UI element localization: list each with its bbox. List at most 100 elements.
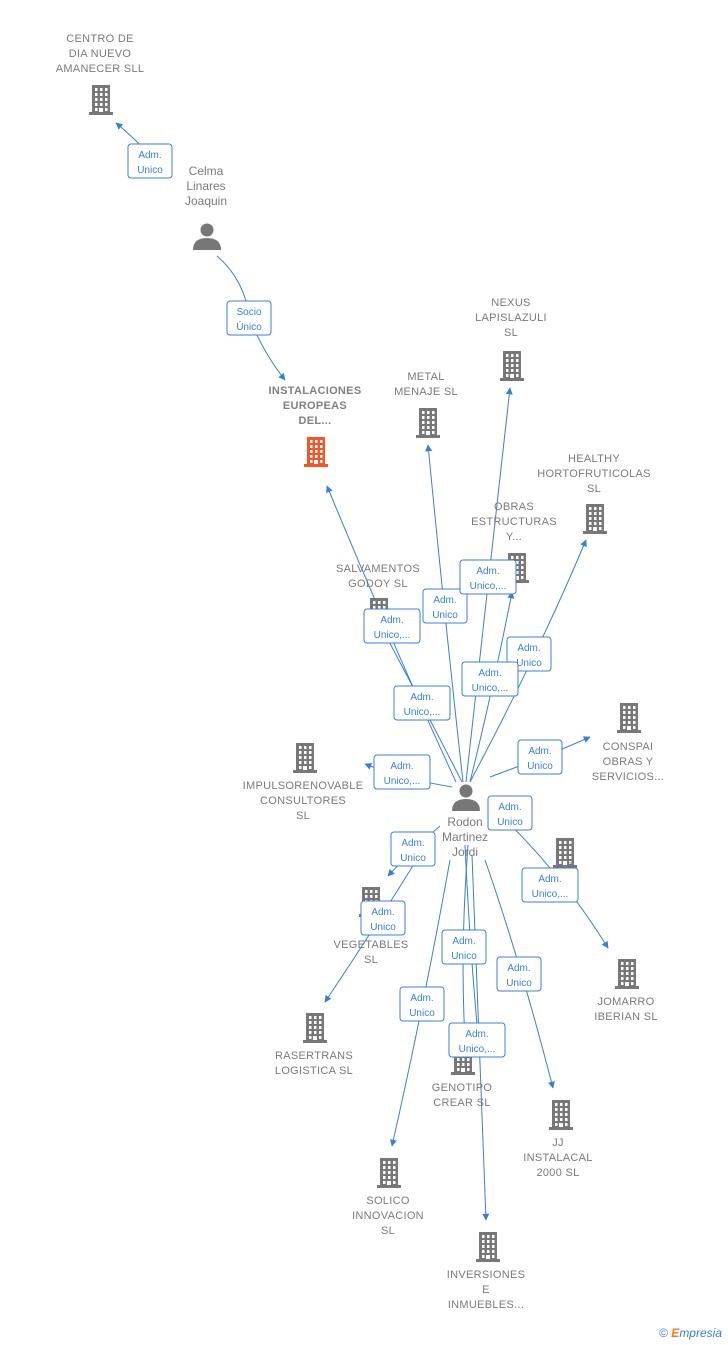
relation-text: Adm. xyxy=(538,874,561,885)
person-label-p_celma-line: Linares xyxy=(186,179,225,193)
person-label-p_celma-line: Celma xyxy=(189,164,224,178)
building-icon-c_healthy[interactable] xyxy=(583,504,607,534)
company-label-c_jj-line: INSTALACAL xyxy=(523,1152,592,1164)
company-label-c_centro-line: DIA NUEVO xyxy=(69,48,132,60)
relation-text: Único xyxy=(236,320,262,333)
company-label-c_conspai-line: CONSPAI xyxy=(603,741,654,753)
company-label-c_centro: CENTRO DE DIA NUEVO AMANECER SLL xyxy=(56,33,145,75)
relation-badge-r5[interactable]: Adm.Unico,... xyxy=(459,559,517,595)
company-label-c_invers-line: INVERSIONES xyxy=(447,1269,526,1281)
company-label-c_salva-line: GODOY SL xyxy=(348,578,408,590)
relation-badge-r19[interactable]: Adm.Unico,... xyxy=(448,1022,506,1058)
company-label-c_impulso-line: CONSULTORES xyxy=(260,795,346,807)
relation-badge-r1[interactable]: Adm.Unico xyxy=(127,143,173,179)
relations-layer: Adm.UnicoSocioÚnicoAdm.Unico,...Adm.Unic… xyxy=(127,143,579,1058)
relation-text: Unico,... xyxy=(374,630,411,641)
relation-text: Unico xyxy=(400,853,426,864)
relation-text: Adm. xyxy=(401,838,424,849)
building-icon-c_solico[interactable] xyxy=(377,1158,401,1188)
relation-text: Adm. xyxy=(390,761,413,772)
relation-badge-r14[interactable]: Adm.Unico xyxy=(360,900,406,936)
building-icon-c_main[interactable] xyxy=(304,437,328,467)
company-label-c_healthy-line: SL xyxy=(587,483,601,495)
building-icon-c_jj[interactable] xyxy=(549,1100,573,1130)
company-label-c_raser-line: LOGISTICA SL xyxy=(275,1065,353,1077)
company-label-c_centro-line: AMANECER SLL xyxy=(56,63,145,75)
building-icon-c_jomarro[interactable] xyxy=(615,959,639,989)
company-label-c_impulso-line: SL xyxy=(296,810,310,822)
relation-badge-r6[interactable]: Adm.Unico xyxy=(506,636,552,672)
relation-text: Adm. xyxy=(478,668,501,679)
relation-badge-r13[interactable]: Adm.Unico,... xyxy=(521,867,579,903)
company-label-c_invers-line: INMUEBLES... xyxy=(448,1299,524,1311)
relation-badge-r3[interactable]: Adm.Unico,... xyxy=(363,608,421,644)
company-label-c_solid-line: E xyxy=(566,861,574,873)
company-label-c_metal-line: MENAJE SL xyxy=(394,386,458,398)
company-label-c_jomarro-line: JOMARRO xyxy=(597,996,654,1008)
relation-text: Unico xyxy=(409,1008,435,1019)
person-icon-p_rodon[interactable] xyxy=(452,784,480,812)
relation-badge-r16[interactable]: Adm.Unico xyxy=(496,956,542,992)
company-label-c_raser-line: RASERTRANS xyxy=(275,1050,353,1062)
relation-badge-r11[interactable]: Adm. Unico xyxy=(487,795,533,831)
building-icon-c_invers[interactable] xyxy=(476,1232,500,1262)
relation-badge-r7[interactable]: Adm. Unico,... xyxy=(461,661,519,697)
company-label-c_solico-line: INNOVACION xyxy=(352,1210,424,1222)
company-label-c_conspai-line: OBRAS Y xyxy=(603,756,654,768)
building-icon-c_centro[interactable] xyxy=(89,85,113,115)
company-label-c_jj-line: 2000 SL xyxy=(536,1167,579,1179)
person-label-p_celma-line: Joaquin xyxy=(185,194,227,208)
relation-badge-r12[interactable]: Adm. Unico xyxy=(390,831,436,867)
relation-text: Unico xyxy=(137,165,163,176)
relation-badge-r9[interactable]: Adm. Unico,... xyxy=(373,754,431,790)
company-label-c_obras-line: OBRAS xyxy=(494,501,534,513)
copyright-symbol: © xyxy=(659,1326,668,1340)
relation-text: Unico,... xyxy=(470,581,507,592)
company-label-c_obras-line: ESTRUCTURAS xyxy=(471,516,557,528)
company-label-c_centro-line: CENTRO DE xyxy=(66,33,133,45)
relation-badge-r15[interactable]: Adm.Unico xyxy=(441,929,487,965)
relation-badge-r10[interactable]: Adm.Unico xyxy=(517,739,563,775)
company-label-c_yveg-line: VEGETABLES xyxy=(334,939,409,951)
company-label-c_solico-line: SOLICO xyxy=(366,1195,410,1207)
building-icon-c_raser[interactable] xyxy=(303,1013,327,1043)
relation-text: Adm. xyxy=(433,595,456,606)
relation-text: Adm. xyxy=(507,963,530,974)
company-label-c_genotipo-line: GENOTIPO xyxy=(432,1082,493,1094)
relation-text: Adm. xyxy=(498,802,521,813)
relation-text: Unico xyxy=(432,610,458,621)
company-label-c_main-line: DEL... xyxy=(299,415,332,427)
relation-text: Unico xyxy=(497,817,523,828)
company-label-c_nexus-line: LAPISLAZULI xyxy=(475,312,547,324)
building-icon-c_metal[interactable] xyxy=(416,408,440,438)
relation-text: Socio xyxy=(236,307,261,318)
relation-badge-r17[interactable]: Adm.Unico xyxy=(399,986,445,1022)
relation-text: Adm. xyxy=(517,643,540,654)
person-icon-p_celma[interactable] xyxy=(193,223,221,251)
relation-text: Unico,... xyxy=(459,1044,496,1055)
company-label-c_main-line: INSTALACIONES xyxy=(269,385,362,397)
brand-logo-initial: E xyxy=(671,1326,680,1340)
relation-badge-r4[interactable]: Adm. Unico xyxy=(422,588,468,624)
person-label-p_rodon-line: Martinez xyxy=(442,830,488,844)
company-label-c_impulso-line: IMPULSORENOVABLE xyxy=(243,780,364,792)
relation-text: Adm. xyxy=(371,907,394,918)
relation-text: Unico,... xyxy=(384,776,421,787)
building-icon-c_impulso[interactable] xyxy=(293,743,317,773)
company-label-c_raser: RASERTRANS LOGISTICA SL xyxy=(275,1050,353,1077)
building-icon-c_nexus[interactable] xyxy=(500,351,524,381)
building-icon-c_solid[interactable] xyxy=(553,838,577,868)
company-label-c_metal-line: METAL xyxy=(407,371,444,383)
relation-badge-r8[interactable]: Adm.Unico,... xyxy=(393,685,451,721)
building-icon-c_conspai[interactable] xyxy=(617,703,641,733)
relation-text: Unico,... xyxy=(472,683,509,694)
